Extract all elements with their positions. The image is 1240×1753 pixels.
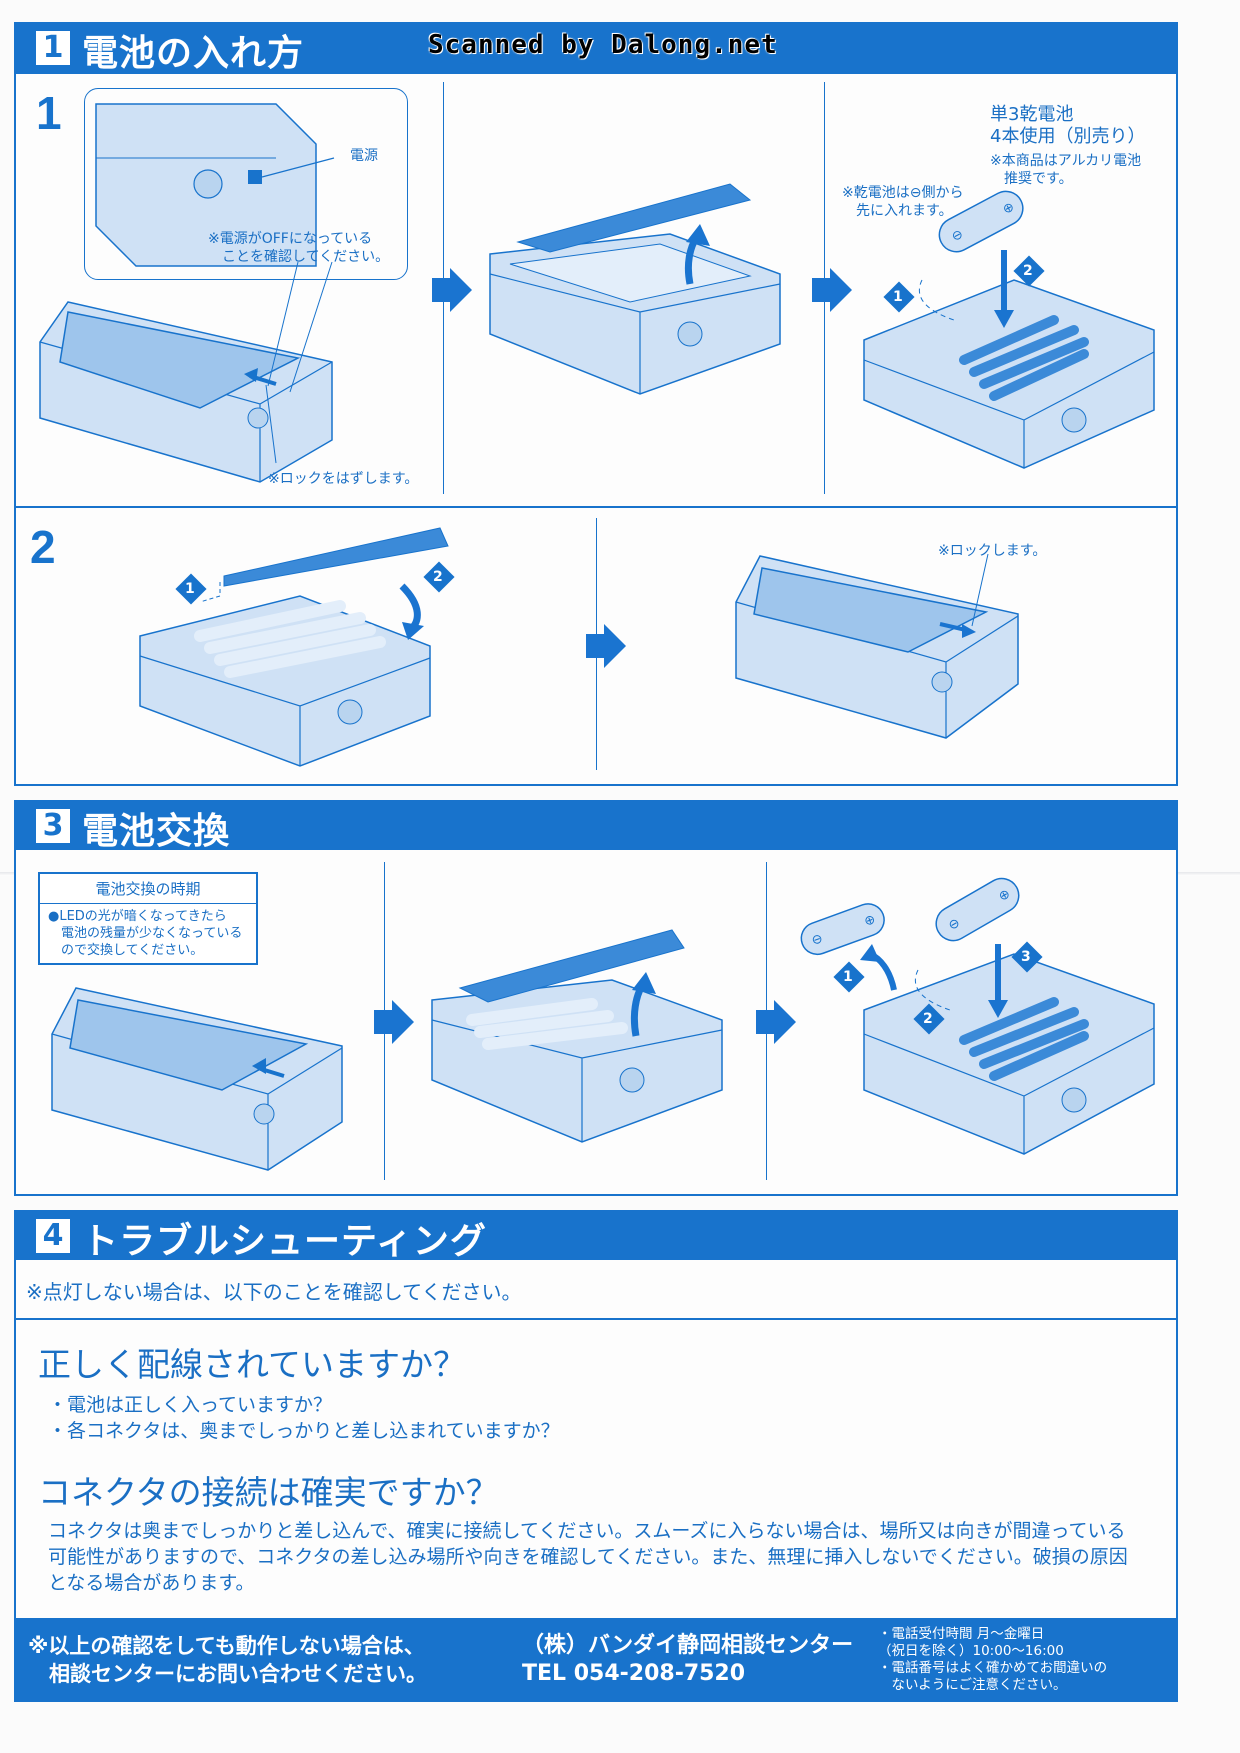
step-marker-label: 1 — [843, 969, 853, 985]
battery-box-locked-icon — [735, 553, 1019, 739]
step-number-1: 1 — [36, 87, 62, 139]
section-1-header: 1 電池の入れ方 — [14, 22, 1178, 74]
contact-footer: ※以上の確認をしても動作しない場合は、 相談センターにお問い合わせください。 （… — [14, 1618, 1178, 1702]
battery-box-icon — [95, 103, 335, 267]
step-marker-label: 3 — [1021, 949, 1031, 965]
trouble-note: ※点灯しない場合は、以下のことを確認してください。 — [26, 1280, 522, 1304]
leader-line — [265, 384, 277, 464]
connector-paragraph: コネクタは奥までしっかりと差し込んで、確実に接続してください。スムーズに入らない… — [48, 1520, 1128, 1594]
battery-box-close-icon — [139, 527, 449, 767]
power-label: 電源 — [350, 148, 378, 164]
question-wiring: 正しく配線されていますか？ — [38, 1345, 467, 1384]
battery-type-label: 単3乾電池 4本使用（別売り） — [990, 104, 1146, 147]
battery-insert-icon: ⊖ ⊕ — [863, 190, 1155, 469]
step-marker-label: 2 — [923, 1011, 933, 1027]
divider — [14, 506, 1178, 508]
battery-box-open-icon — [431, 929, 723, 1143]
power-note: ※電源がOFFになっている ことを確認してください。 — [208, 231, 390, 265]
divider — [14, 1318, 1178, 1320]
lock-note: ※ロックします。 — [938, 543, 1047, 559]
battery-box-icon — [51, 987, 343, 1171]
svg-text:⊕: ⊕ — [862, 912, 877, 930]
section-4-header: 4 トラブルシューティング — [14, 1210, 1178, 1262]
watermark: Scanned by Dalong.net — [428, 30, 778, 60]
section-title: トラブルシューティング — [82, 1221, 487, 1262]
contact-center: （株）バンダイ静岡相談センター TEL 054-208-7520 — [522, 1633, 854, 1686]
replacement-timing-box: 電池交換の時期 ●LEDの光が暗くなってきたら 電池の残量が少なくなっている の… — [38, 872, 258, 965]
battery-replace-icon: ⊖ ⊕ ⊖ ⊕ — [800, 877, 1155, 1155]
section-3-header: 3 電池交換 — [14, 800, 1178, 852]
timing-body: ●LEDの光が暗くなってきたら 電池の残量が少なくなっている ので交換してくださ… — [48, 909, 243, 958]
step-marker-label: 1 — [893, 289, 903, 305]
question-connector: コネクタの接続は確実ですか？ — [38, 1473, 499, 1512]
unlock-note: ※ロックをはずします。 — [268, 471, 419, 487]
svg-text:⊖: ⊖ — [810, 931, 825, 949]
list-item: ・電池は正しく入っていますか？ — [48, 1394, 333, 1416]
wiring-checklist: ・電池は正しく入っていますか？ ・各コネクタは、奥までしっかりと差し込まれていま… — [48, 1392, 560, 1444]
section-number: 3 — [36, 809, 70, 843]
polarity-note: ※乾電池は⊖側から 先に入れます。 — [842, 185, 964, 219]
callout-lines — [267, 261, 333, 393]
arrow-right-icon — [586, 624, 626, 668]
step-marker-label: 1 — [185, 581, 195, 597]
arrow-right-icon — [374, 1000, 414, 1044]
arrow-right-icon — [432, 268, 472, 312]
contact-instruction: ※以上の確認をしても動作しない場合は、 相談センターにお問い合わせください。 — [28, 1634, 427, 1686]
contact-hours: ・電話受付時間 月〜金曜日 （祝日を除く）10:00〜16:00 ・電話番号はよ… — [878, 1626, 1108, 1693]
alkaline-note: ※本商品はアルカリ電池 推奨です。 — [990, 153, 1142, 187]
step-marker-label: 2 — [433, 569, 443, 585]
arrow-right-icon — [812, 268, 852, 312]
battery-box-icon — [39, 301, 333, 483]
arrow-right-icon — [756, 1000, 796, 1044]
battery-box-open-icon — [489, 183, 781, 395]
section-number: 4 — [36, 1219, 70, 1253]
step-number-2: 2 — [30, 521, 56, 573]
step-marker-label: 2 — [1023, 263, 1033, 279]
section-number: 1 — [36, 31, 70, 65]
section-title: 電池の入れ方 — [82, 33, 305, 74]
timing-title: 電池交換の時期 — [40, 874, 256, 904]
list-item: ・各コネクタは、奥までしっかりと差し込まれていますか？ — [48, 1420, 560, 1442]
section-title: 電池交換 — [82, 811, 231, 852]
